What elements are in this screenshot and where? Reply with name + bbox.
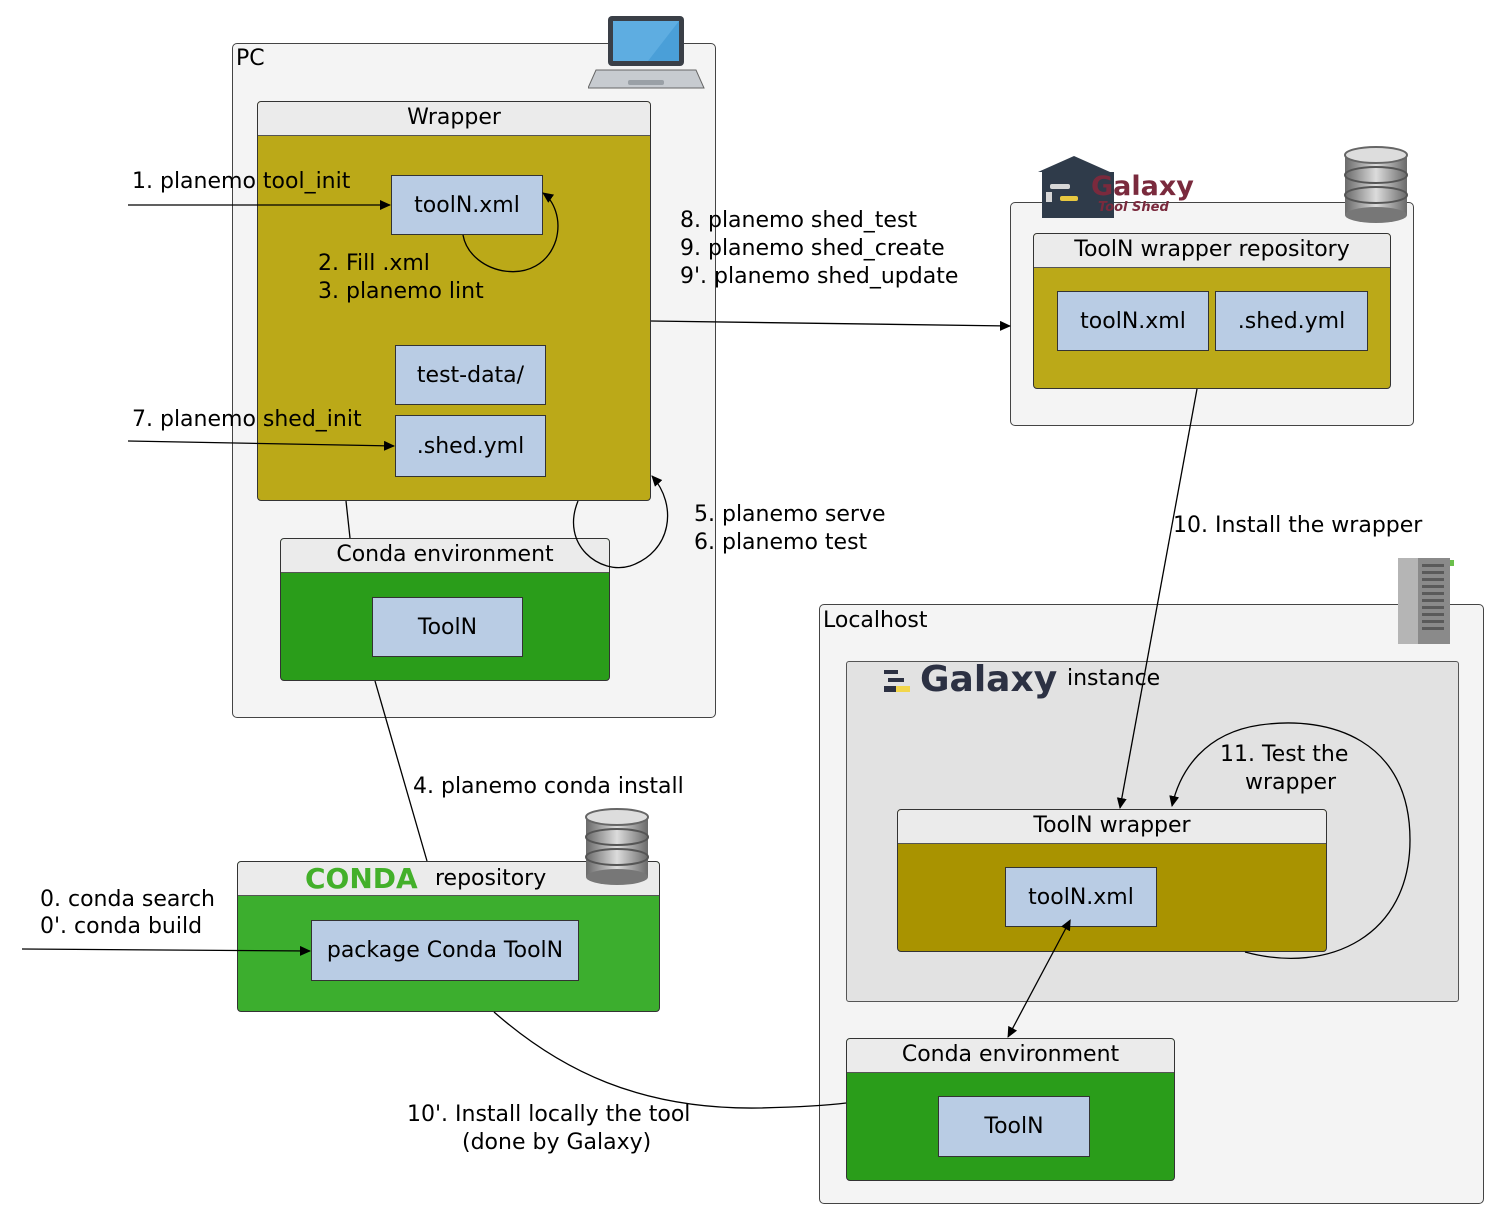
pc-title: PC: [236, 46, 265, 71]
step-0-label: 0. conda search: [40, 887, 216, 912]
step-9b-label: 9'. planemo shed_update: [680, 264, 959, 289]
step-11-label-line1: 11. Test the: [1220, 742, 1349, 767]
step-4-label: 4. planemo conda install: [413, 774, 684, 799]
conda-logo-text: CONDA: [305, 862, 418, 895]
arrow-xml-conda-link: [1007, 919, 1071, 1038]
arrow-test-wrapper-loop: [1169, 722, 1411, 959]
line-conda-install: [374, 680, 428, 862]
localhost-wrapper-title: ToolN wrapper: [898, 810, 1326, 844]
localhost-title: Localhost: [823, 608, 928, 633]
line-install-locally: [493, 1011, 847, 1109]
conda-database-icon: [585, 808, 649, 885]
localhost-conda-tool[interactable]: ToolN: [938, 1096, 1090, 1157]
arrow-serve-test-loop: [572, 475, 669, 569]
arrow-fill-lint-loop: [462, 192, 559, 273]
step-2-label: 2. Fill .xml: [318, 251, 430, 276]
localhost-conda-env-title: Conda environment: [847, 1039, 1174, 1073]
arrow-conda-build: [21, 945, 311, 956]
step-11-label-line2: wrapper: [1245, 770, 1337, 795]
pc-conda-tool[interactable]: ToolN: [372, 597, 523, 657]
arrow-shed-init: [127, 440, 395, 451]
step-1-label: 1. planemo tool_init: [132, 169, 351, 194]
toolshed-logo-subtext: Tool Shed: [1098, 200, 1169, 215]
step-3-label: 3. planemo lint: [318, 279, 484, 304]
conda-package[interactable]: package Conda ToolN: [311, 920, 579, 981]
server-icon: [1398, 558, 1454, 644]
step-10-label: 10. Install the wrapper: [1173, 513, 1423, 538]
pc-test-data-folder[interactable]: test-data/: [395, 345, 546, 405]
localhost-conda-env-panel: Conda environment: [846, 1038, 1175, 1181]
toolshed-shed-yml-file[interactable]: .shed.yml: [1215, 291, 1368, 351]
pc-tool-xml-file[interactable]: toolN.xml: [391, 175, 543, 235]
step-7-label: 7. planemo shed_init: [132, 407, 362, 432]
arrow-install-wrapper: [1116, 388, 1198, 809]
localhost-tool-xml-file[interactable]: toolN.xml: [1005, 867, 1157, 927]
galaxy-toolshed-logo-icon: [1038, 156, 1114, 218]
step-9-label: 9. planemo shed_create: [680, 236, 945, 261]
pc-shed-yml-file[interactable]: .shed.yml: [395, 415, 546, 477]
toolshed-logo-text: Galaxy: [1091, 171, 1194, 202]
step-6-label: 6. planemo test: [694, 530, 868, 555]
step-5-label: 5. planemo serve: [694, 502, 886, 527]
laptop-icon: [588, 16, 705, 89]
toolshed-repo-title: ToolN wrapper repository: [1034, 234, 1390, 268]
step-10b-label-line2: (done by Galaxy): [462, 1130, 652, 1155]
line-wrapper-conda: [345, 500, 351, 539]
pc-conda-env-title: Conda environment: [281, 539, 609, 573]
toolshed-database-icon: [1344, 146, 1408, 223]
step-10b-label-line1: 10'. Install locally the tool: [407, 1102, 691, 1127]
arrow-shed-push: [650, 320, 1011, 331]
step-8-label: 8. planemo shed_test: [680, 208, 918, 233]
wrapper-title: Wrapper: [258, 102, 650, 136]
galaxy-logo-icon: [884, 670, 910, 692]
conda-repo-title: repository: [435, 866, 547, 891]
step-0b-label: 0'. conda build: [40, 914, 203, 939]
toolshed-tool-xml-file[interactable]: toolN.xml: [1057, 291, 1209, 351]
galaxy-logo-text: Galaxy: [920, 659, 1058, 700]
